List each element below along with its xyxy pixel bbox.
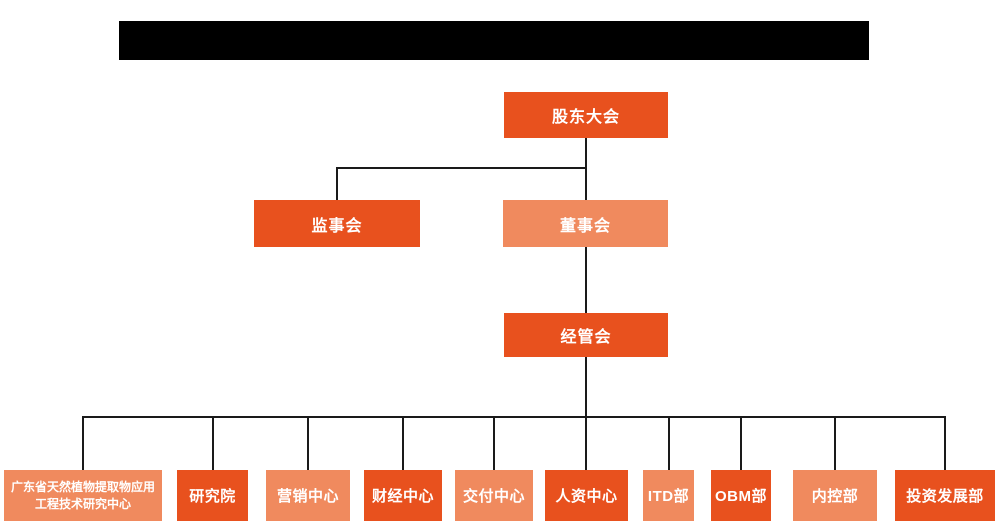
org-node-dept-marketing-label: 营销中心	[276, 488, 339, 505]
org-node-dept-itd: ITD部	[643, 470, 694, 521]
connector-drop-institute	[212, 416, 214, 470]
org-node-dept-delivery-label: 交付中心	[462, 488, 525, 505]
connector-drop-finance	[402, 416, 404, 470]
org-node-board-label: 董事会	[559, 217, 611, 235]
org-node-dept-research-center-label: 广东省天然植物提取物应用工程技术研究中心	[10, 480, 155, 511]
connector-branch-supervisory-vertical	[336, 167, 338, 200]
connector-drop-delivery	[493, 416, 495, 470]
org-node-dept-investment-label: 投资发展部	[906, 488, 984, 505]
connector-drop-hr	[585, 416, 587, 470]
org-node-dept-itd-label: ITD部	[647, 488, 690, 505]
connector-shareholders-board	[585, 138, 587, 200]
org-node-shareholders-label: 股东大会	[551, 109, 620, 126]
org-node-dept-institute: 研究院	[177, 470, 248, 521]
org-node-supervisory: 监事会	[254, 200, 420, 247]
connector-management-bus	[585, 357, 587, 417]
org-node-dept-finance-label: 财经中心	[371, 488, 434, 505]
connector-drop-investment	[944, 416, 946, 470]
org-node-dept-institute-label: 研究院	[189, 488, 236, 505]
connector-drop-internal-control	[834, 416, 836, 470]
connector-branch-supervisory-horizontal	[336, 167, 587, 169]
org-node-dept-delivery: 交付中心	[455, 470, 533, 521]
org-node-management: 经管会	[504, 313, 668, 357]
org-node-board: 董事会	[503, 200, 668, 247]
org-node-supervisory-label: 监事会	[311, 217, 363, 235]
connector-drop-marketing	[307, 416, 309, 470]
org-node-shareholders: 股东大会	[504, 92, 668, 138]
org-node-dept-obm: OBM部	[711, 470, 771, 521]
org-node-dept-investment: 投资发展部	[895, 470, 995, 521]
org-node-dept-marketing: 营销中心	[266, 470, 350, 521]
org-node-dept-hr: 人资中心	[545, 470, 628, 521]
connector-drop-itd	[668, 416, 670, 470]
redacted-title-bar	[119, 21, 869, 60]
connector-drop-research-center	[82, 416, 84, 470]
connector-board-management	[585, 247, 587, 313]
connector-drop-obm	[740, 416, 742, 470]
org-node-dept-finance: 财经中心	[364, 470, 442, 521]
org-node-dept-research-center: 广东省天然植物提取物应用工程技术研究中心	[4, 470, 162, 521]
org-node-dept-internal-control: 内控部	[793, 470, 877, 521]
org-node-dept-hr-label: 人资中心	[555, 488, 618, 505]
org-node-management-label: 经管会	[560, 329, 612, 346]
org-node-dept-internal-control-label: 内控部	[811, 488, 859, 505]
connector-bus-horizontal	[82, 416, 946, 418]
org-node-dept-obm-label: OBM部	[715, 488, 767, 505]
